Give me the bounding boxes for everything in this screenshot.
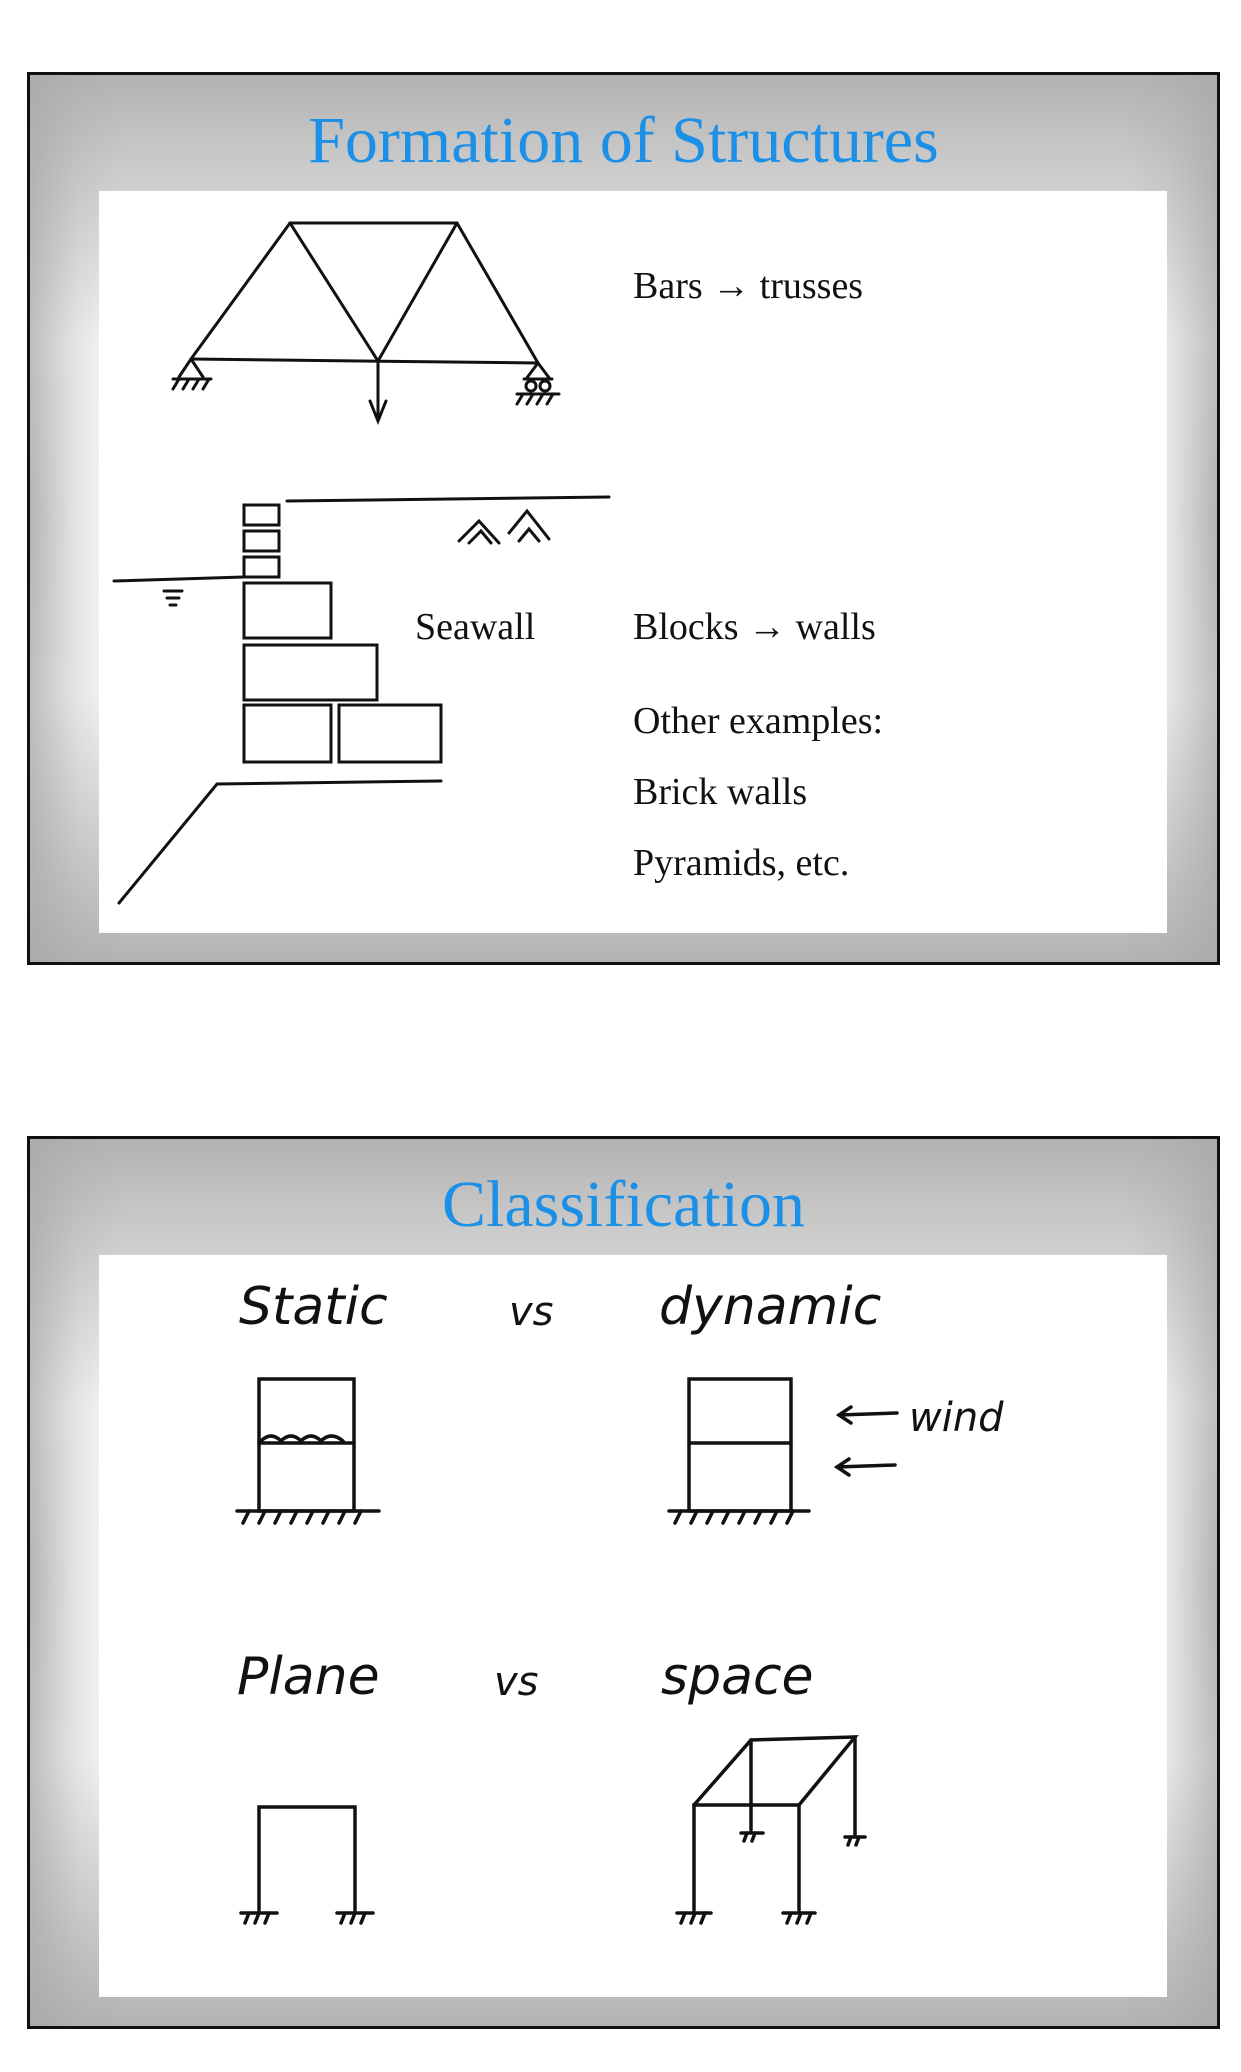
example-brick-walls: Brick walls <box>633 771 808 813</box>
vs-label-1: vs <box>509 1289 554 1335</box>
static-frame-drawing <box>235 1377 381 1525</box>
seawall-label: Seawall <box>415 606 536 648</box>
slide-formation-of-structures: Formation of Structures <box>27 72 1220 965</box>
plane-frame-drawing <box>239 1805 375 1925</box>
slide-title: Classification <box>442 1168 805 1241</box>
slide-title: Formation of Structures <box>308 104 939 177</box>
vs-label-2: vs <box>494 1659 539 1705</box>
slide-panel: Static vs dynamic wind Plane vs space <box>99 1255 1167 1997</box>
classification-sketch <box>235 1377 899 1925</box>
wind-label: wind <box>909 1395 1004 1441</box>
blocks-walls-label: Blocks → walls <box>633 606 876 648</box>
other-examples-label: Other examples: <box>633 700 884 742</box>
space-frame-drawing <box>675 1735 867 1925</box>
bars-trusses-label: Bars → trusses <box>633 265 864 307</box>
static-label: Static <box>239 1277 388 1337</box>
slide-panel: Bars → trusses Seawall Blocks → walls Ot… <box>99 191 1167 933</box>
dynamic-frame-drawing <box>667 1377 899 1525</box>
truss-and-seawall-sketch <box>112 221 611 905</box>
truss-drawing <box>171 221 561 426</box>
slide-classification: Classification <box>27 1136 1220 2029</box>
seawall-drawing <box>112 495 611 905</box>
space-label: space <box>661 1647 814 1707</box>
plane-label: Plane <box>237 1647 380 1707</box>
example-pyramids: Pyramids, etc. <box>633 842 850 884</box>
dynamic-label: dynamic <box>659 1277 882 1337</box>
